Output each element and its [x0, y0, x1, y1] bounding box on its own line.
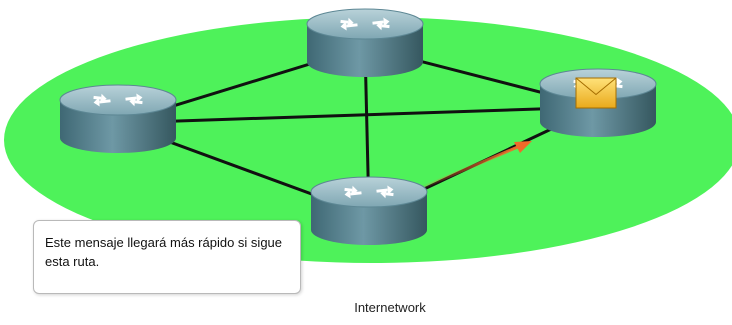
router-left: [59, 84, 177, 153]
router-top: [306, 8, 424, 77]
router-top: [306, 8, 424, 40]
path-arrow: [411, 141, 532, 194]
router-icon: [340, 17, 390, 31]
router-icon: [344, 185, 394, 199]
callout-box: Este mensaje llegará más rápido si sigue…: [33, 220, 301, 294]
internetwork-label: Internetwork: [354, 300, 426, 315]
router-top: [59, 84, 177, 116]
router-bottom: [310, 176, 428, 245]
router-icon: [93, 93, 143, 107]
routers: [59, 8, 657, 245]
router-right: [539, 68, 657, 137]
envelope-icon: [575, 77, 617, 109]
callout-text: Este mensaje llegará más rápido si sigue…: [45, 235, 283, 269]
link-left-right: [117, 105, 599, 125]
router-top: [310, 176, 428, 208]
